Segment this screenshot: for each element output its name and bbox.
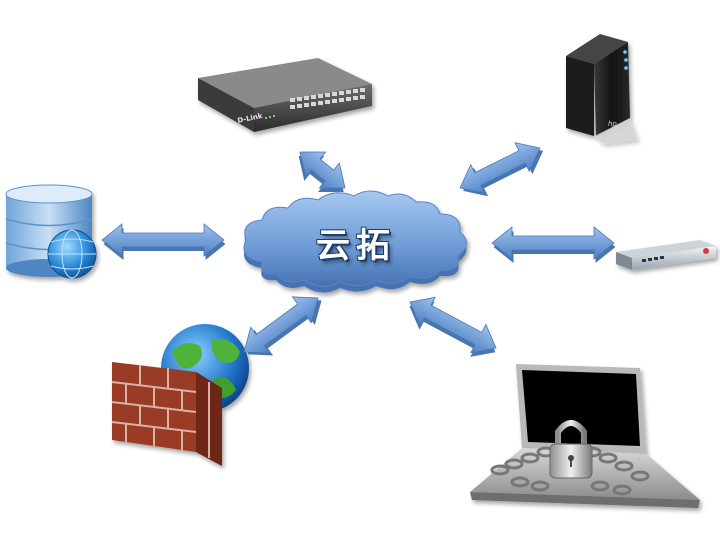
server-brand-text: hp (608, 120, 617, 128)
firewall-icon (111, 324, 249, 466)
arrow-to-firewall (243, 296, 322, 356)
rack-appliance-icon (616, 240, 716, 270)
arrow-to-switch (298, 151, 346, 193)
cloud-label: 云拓 (316, 226, 396, 266)
locked-laptop-icon (470, 364, 700, 508)
database-globe-icon (5, 184, 97, 279)
cloud-shape (243, 190, 467, 293)
network-switch-icon: D-Link (198, 58, 372, 132)
arrow-to-server (459, 142, 544, 197)
arrow-to-appliance (491, 226, 616, 263)
tower-server-icon: hp (566, 34, 638, 144)
connection-arrows (101, 142, 616, 357)
arrow-to-database (101, 223, 226, 260)
arrow-to-laptop (409, 296, 497, 357)
